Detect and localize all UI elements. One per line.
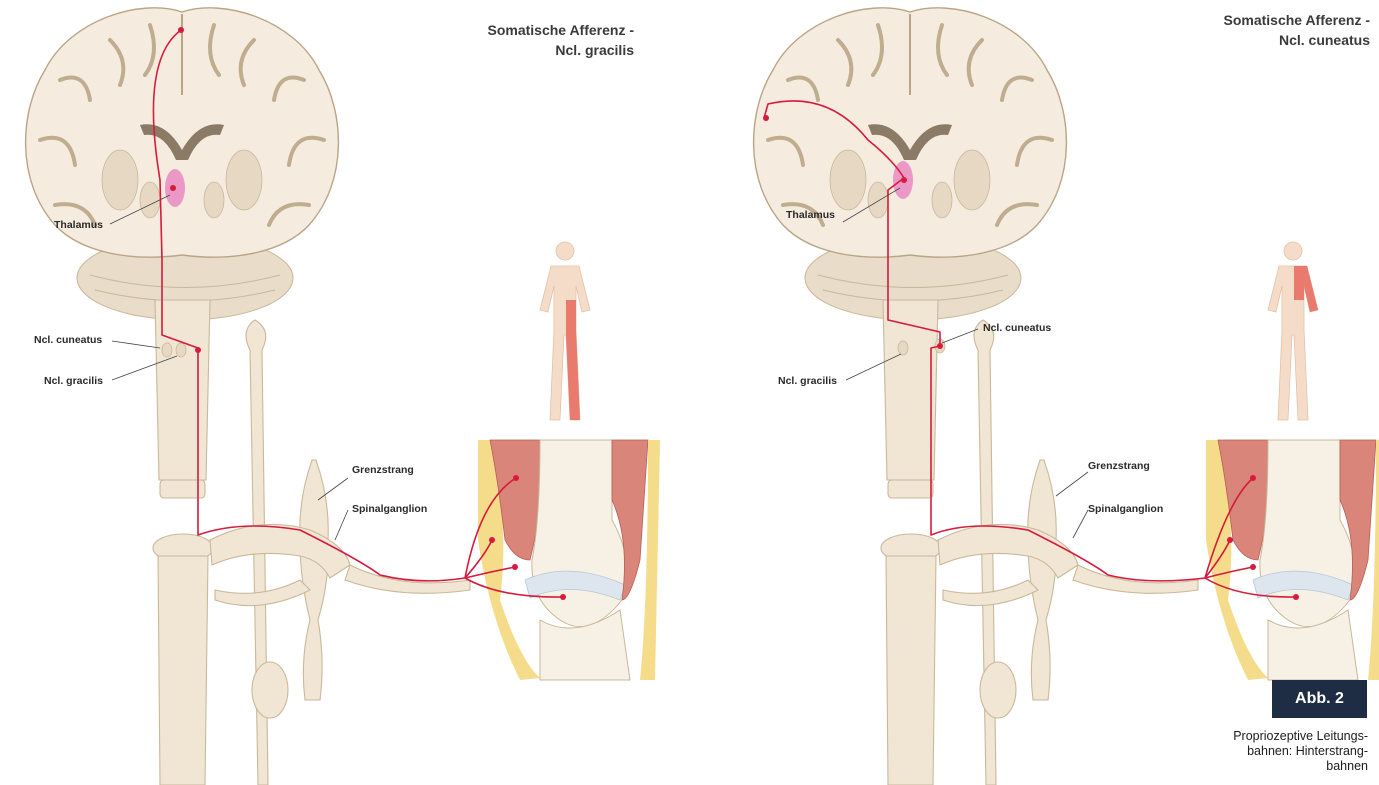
pathway-node xyxy=(1250,475,1256,481)
pathway-node xyxy=(195,347,201,353)
panel-cuneatus: Somatische Afferenz - Ncl. cuneatus Thal… xyxy=(754,8,1379,785)
caption-line-1: Propriozeptive Leitungs- xyxy=(1186,729,1368,744)
pathway-node xyxy=(512,564,518,570)
figure-badge: Abb. 2 xyxy=(1272,680,1367,718)
pathway-node xyxy=(170,185,176,191)
label-grenzstrang: Grenzstrang xyxy=(1088,460,1150,472)
panel-title-line1: Somatische Afferenz - xyxy=(487,22,634,38)
caption-line-2: bahnen: Hinterstrang- xyxy=(1186,744,1368,759)
label-thalamus: Thalamus xyxy=(786,209,835,221)
pathway-node xyxy=(560,594,566,600)
body-highlight-leg xyxy=(566,300,580,420)
figure-caption: Propriozeptive Leitungs- bahnen: Hinters… xyxy=(1186,729,1368,774)
caption-line-3: bahnen xyxy=(1186,759,1368,774)
pathway-node xyxy=(763,115,769,121)
label-grenzstrang: Grenzstrang xyxy=(352,464,414,476)
pathway-node xyxy=(1293,594,1299,600)
anatomy-illustration xyxy=(754,8,1379,785)
ncl-gracilis-nucleus xyxy=(898,341,908,355)
pathway-node xyxy=(937,343,943,349)
pathway-node xyxy=(178,27,184,33)
label-thalamus: Thalamus xyxy=(54,219,103,231)
panel-gracilis: Somatische Afferenz - Ncl. gracilis Thal… xyxy=(26,8,660,785)
ncl-cuneatus-nucleus xyxy=(162,343,172,357)
label-spinalganglion: Spinalganglion xyxy=(352,503,427,515)
pathway-node xyxy=(489,537,495,543)
label-ncl-cuneatus: Ncl. cuneatus xyxy=(34,334,102,346)
ncl-gracilis-nucleus xyxy=(176,343,186,357)
label-spinalganglion: Spinalganglion xyxy=(1088,503,1163,515)
label-ncl-cuneatus: Ncl. cuneatus xyxy=(983,322,1051,334)
pathway-node xyxy=(513,475,519,481)
panel-title-line2: Ncl. cuneatus xyxy=(1279,32,1370,48)
pathway-node xyxy=(1250,564,1256,570)
panel-title-line1: Somatische Afferenz - xyxy=(1223,12,1370,28)
anatomy-illustration xyxy=(26,8,660,785)
panel-title-line2: Ncl. gracilis xyxy=(555,42,634,58)
label-ncl-gracilis: Ncl. gracilis xyxy=(44,375,103,387)
label-ncl-gracilis: Ncl. gracilis xyxy=(778,375,837,387)
pathway-node xyxy=(1227,537,1233,543)
pathway-node xyxy=(901,177,907,183)
